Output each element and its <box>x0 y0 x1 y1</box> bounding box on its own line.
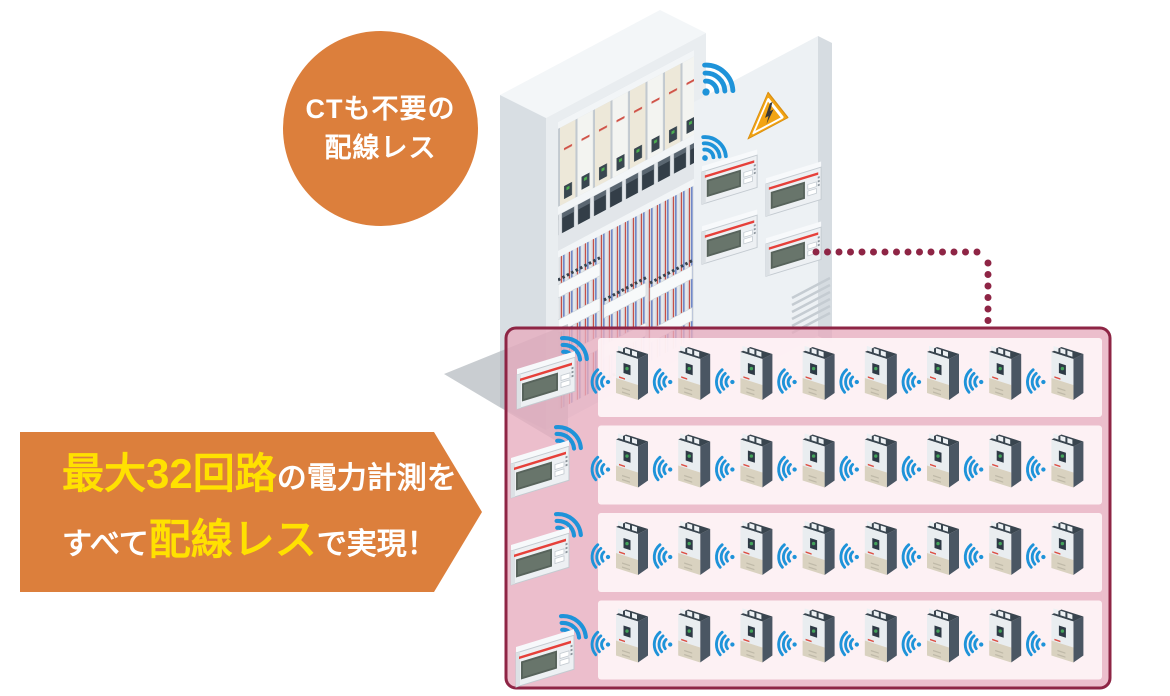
high-voltage-warning-icon <box>747 91 789 140</box>
measurement-panel-border <box>504 326 1112 690</box>
dotted-connector <box>812 248 992 325</box>
badge-line2: 配線レス <box>324 132 437 163</box>
headline-banner: 最大32回路の電力計測を すべて配線レスで実現！ <box>20 432 482 592</box>
headline-line1: 最大32回路の電力計測を <box>20 446 482 512</box>
measurement-rows <box>598 338 1102 680</box>
measurement-row <box>598 513 1102 592</box>
headline-line2-end: で実現！ <box>316 528 437 561</box>
measurement-row <box>598 425 1102 505</box>
wireless-badge: CTも不要の 配線レス <box>283 31 478 226</box>
measurement-row <box>598 600 1102 680</box>
headline-line2: すべて配線レスで実現！ <box>20 512 482 578</box>
headline-line2-highlight: 配線レス <box>148 516 317 563</box>
headline-line2-start: すべて <box>62 528 149 561</box>
headline-line1-rest: の電力計測を <box>276 462 457 495</box>
cabinet-top-face <box>500 10 706 118</box>
door-side-edge <box>818 36 832 343</box>
badge-line1: CTも不要の <box>305 93 456 124</box>
headline-line1-highlight: 最大32回路 <box>62 450 277 497</box>
measurement-row <box>598 338 1102 417</box>
cabinet-door-panel <box>689 36 832 402</box>
measurement-panel <box>504 326 1112 690</box>
